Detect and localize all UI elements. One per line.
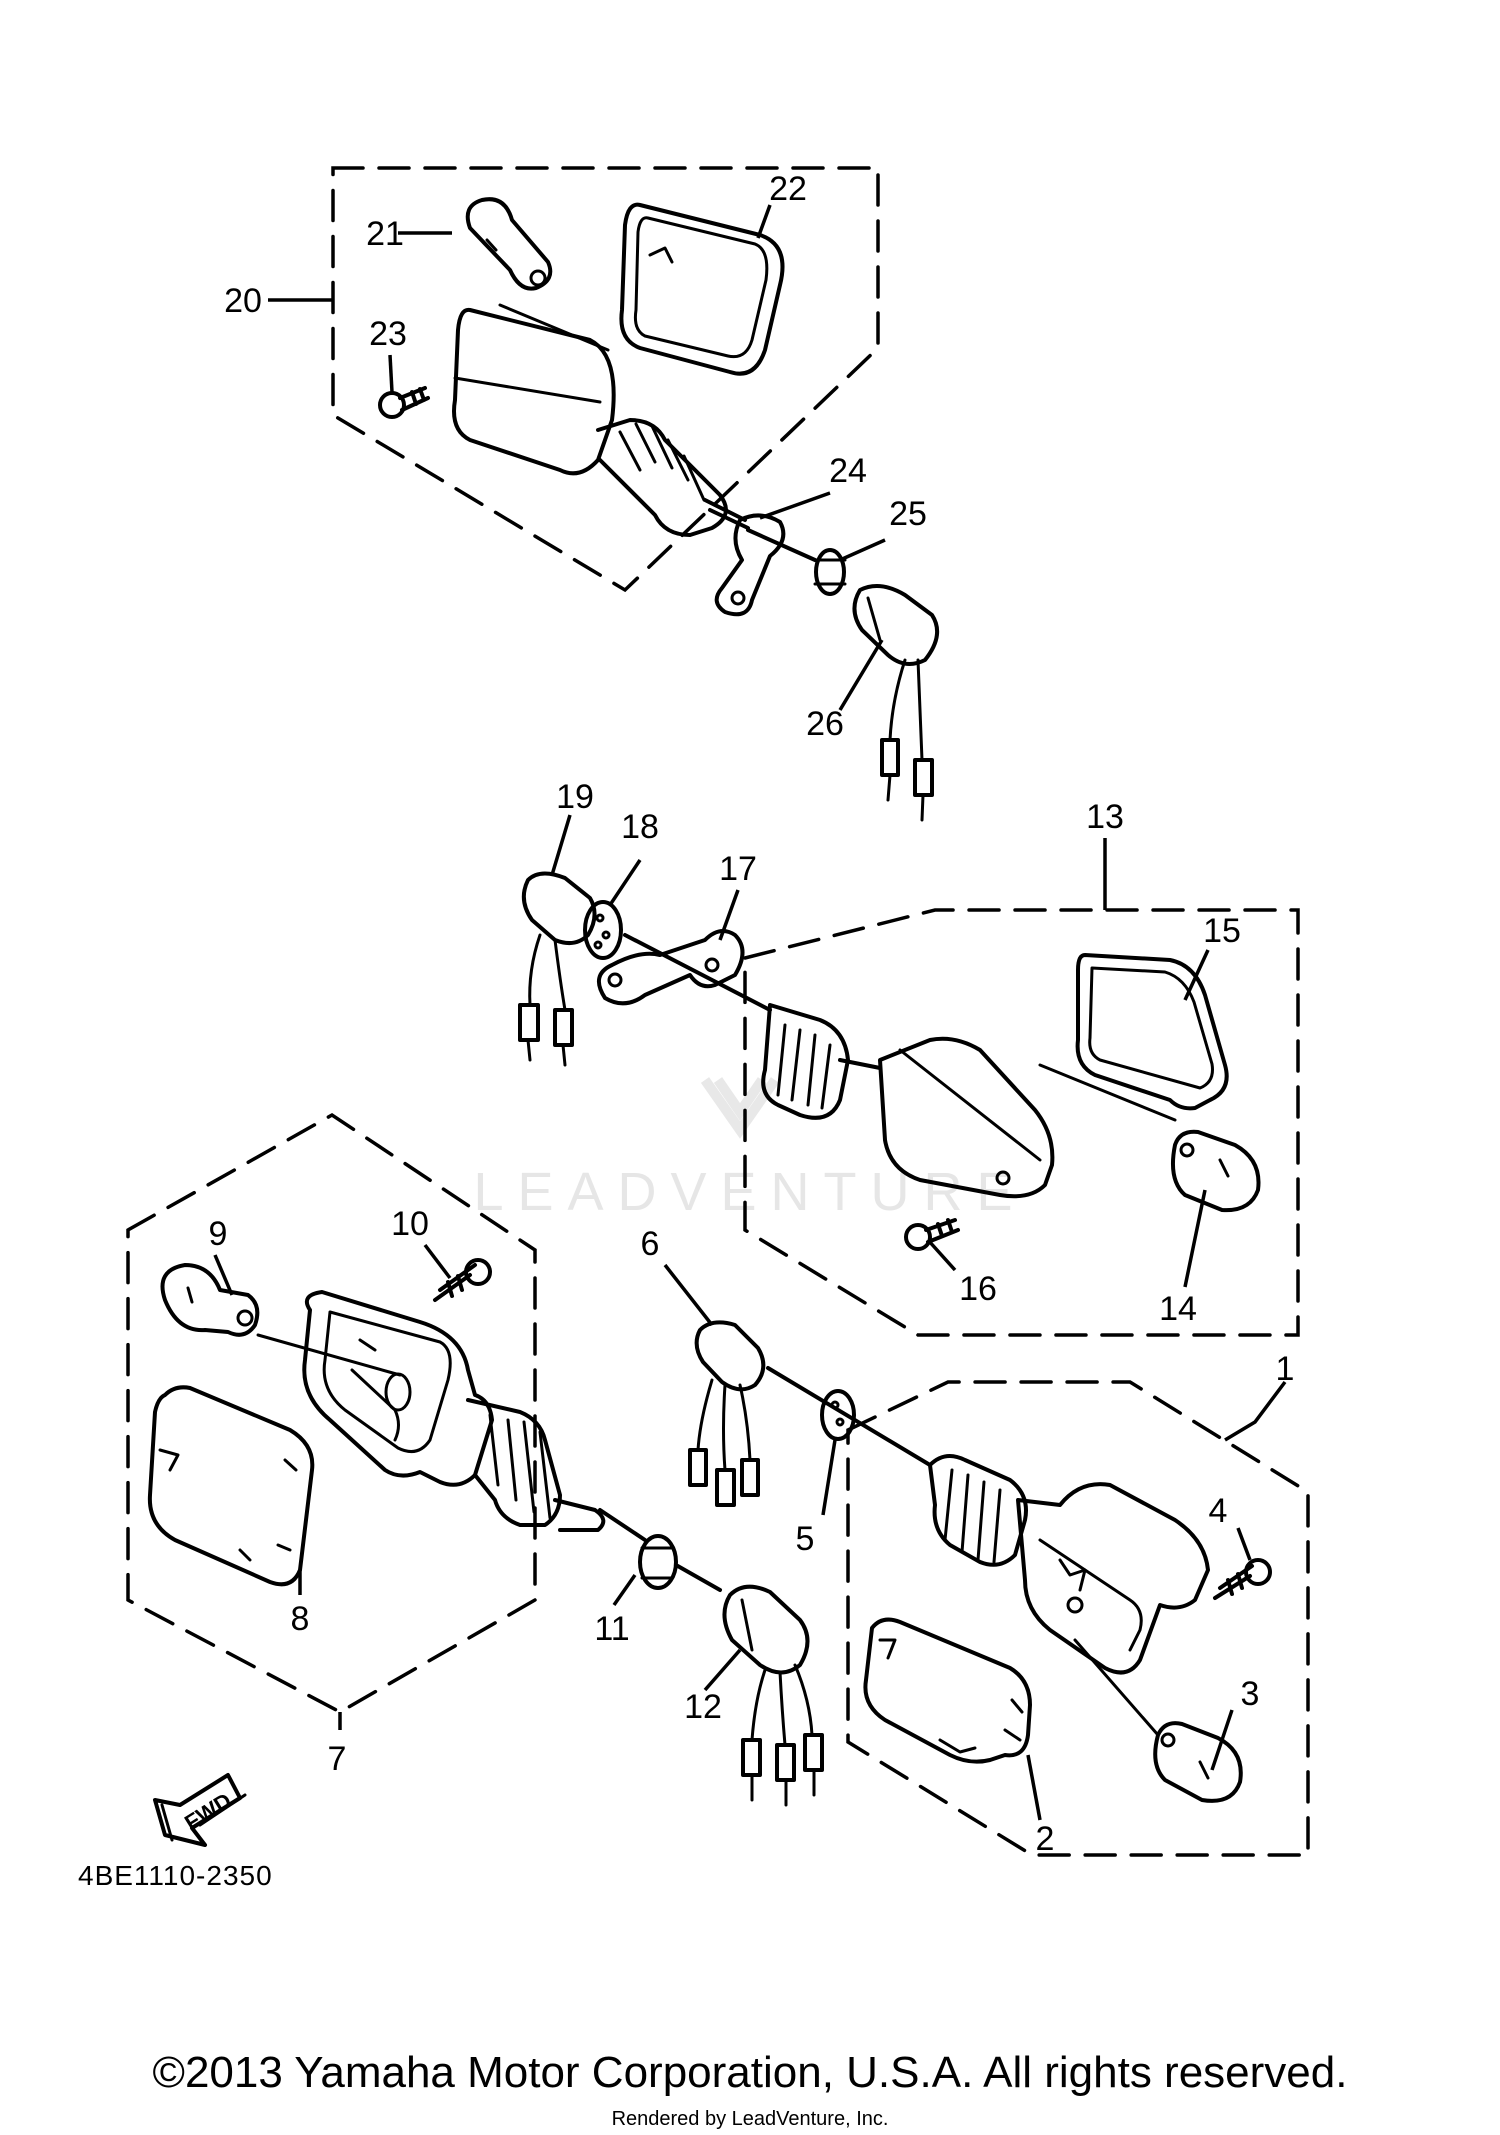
screw-4 [1213, 1558, 1272, 1600]
bulb-14 [1171, 1129, 1261, 1213]
grommet-5 [766, 1366, 932, 1467]
callout-14: 14 [1159, 1290, 1197, 1328]
callout-2: 2 [1036, 1820, 1055, 1858]
bracket-17 [596, 929, 745, 1006]
callout-5: 5 [796, 1520, 815, 1558]
lens-8 [147, 1385, 315, 1587]
lens-22 [619, 202, 785, 376]
callout-21: 21 [366, 215, 404, 253]
stay-24 [714, 513, 817, 617]
callout-7: 7 [328, 1740, 347, 1778]
assembly-20-boundary [331, 166, 880, 593]
callout-20: 20 [224, 282, 262, 320]
cover-19 [518, 871, 597, 1067]
callout-24: 24 [829, 452, 867, 490]
fwd-label: FWD [180, 1788, 236, 1836]
assembly-7-boundary [126, 1112, 537, 1714]
callouts: 1 2 3 4 5 6 7 8 9 10 11 12 13 14 15 16 1… [209, 170, 1295, 1858]
cover-6 [688, 1320, 766, 1507]
bulb-9-guide-line [256, 1333, 402, 1377]
assembly-13-boundary [743, 908, 1300, 1337]
housing-13 [623, 933, 1055, 1199]
callout-17: 17 [719, 850, 757, 888]
diagram-part-code: 4BE1110-2350 [78, 1860, 273, 1891]
callout-16: 16 [959, 1270, 997, 1308]
callout-26: 26 [806, 705, 844, 743]
callout-15: 15 [1203, 912, 1241, 950]
grommet-11 [638, 1534, 722, 1592]
screw-23 [378, 386, 430, 419]
callout-19: 19 [556, 778, 594, 816]
rendered-by-credit: Rendered by LeadVenture, Inc. [611, 2108, 889, 2130]
callout-6: 6 [641, 1225, 660, 1263]
callout-23: 23 [369, 315, 407, 353]
callout-13: 13 [1086, 798, 1124, 836]
housing-20 [452, 303, 750, 537]
assembly-1-boundary [846, 1380, 1310, 1857]
fwd-arrow-icon [153, 1773, 247, 1847]
grommet-25 [813, 548, 847, 596]
bulb-3 [1153, 1721, 1243, 1803]
leader-lines [213, 204, 1287, 1821]
callout-12: 12 [684, 1688, 722, 1726]
housing-1 [928, 1454, 1210, 1675]
cover-12 [722, 1584, 824, 1807]
housing-7 [302, 1290, 647, 1542]
callout-9: 9 [209, 1215, 228, 1253]
callout-1: 1 [1276, 1350, 1295, 1388]
lens-2 [863, 1617, 1032, 1764]
grommet-18 [583, 900, 623, 960]
cover-26 [852, 584, 940, 822]
lens-15 [1075, 953, 1229, 1111]
bulb-14-guide-line [1038, 1063, 1177, 1122]
callout-10: 10 [391, 1205, 429, 1243]
bulb-21 [465, 197, 553, 291]
callout-8: 8 [291, 1600, 310, 1638]
callout-11: 11 [594, 1610, 629, 1648]
callout-22: 22 [769, 170, 807, 208]
watermark-logo [700, 1077, 780, 1139]
screw-16 [904, 1218, 960, 1251]
bulb-3-guide-line [1073, 1638, 1160, 1737]
copyright-notice: ©2013 Yamaha Motor Corporation, U.S.A. A… [152, 2048, 1348, 2097]
callout-3: 3 [1241, 1675, 1260, 1713]
watermark-text: LEADVENTURE [473, 1162, 1026, 1222]
bulb-9 [160, 1263, 260, 1337]
callout-4: 4 [1209, 1492, 1228, 1530]
screw-10 [433, 1258, 492, 1302]
callout-18: 18 [621, 808, 659, 846]
callout-25: 25 [889, 495, 927, 533]
